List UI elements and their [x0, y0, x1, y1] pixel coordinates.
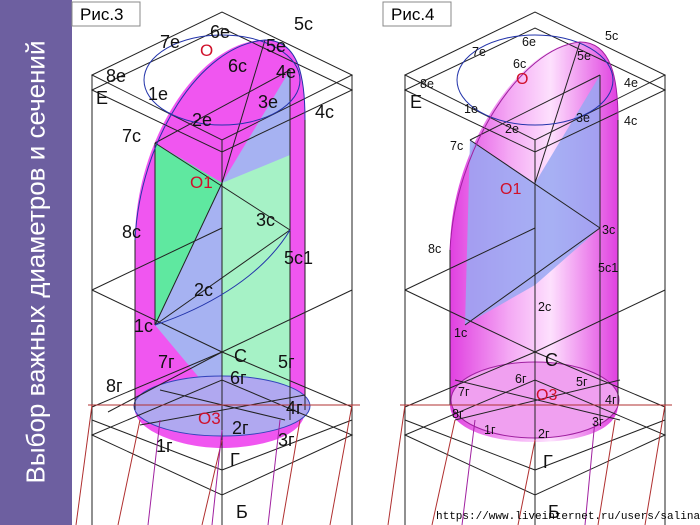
watermark: https://www.liveinternet.ru/users/salina… — [436, 511, 700, 523]
fig4-label-G: Г — [543, 452, 553, 472]
fig3-label-8e: 8e — [106, 66, 126, 86]
fig4-top-ellipse — [456, 34, 614, 126]
fig4-label-6e: 6e — [522, 35, 536, 49]
fig3-label-B: Б — [236, 502, 248, 522]
fig3-label-6c: 6c — [228, 56, 247, 76]
fig4-label-1g: 1г — [484, 423, 496, 437]
fig3-label-1g: 1г — [156, 436, 173, 456]
fig4-label-3g: 3г — [592, 415, 604, 429]
fig3-label-3g: 3г — [278, 430, 295, 450]
fig4-labels: O O1 O3 7e 6e 5c 5e 6c 4e 8e E 1e 3e 4c … — [410, 29, 638, 522]
fig3-construction-lines — [90, 11, 354, 525]
fig3-section-green-left — [155, 143, 222, 325]
fig3-label-7g: 7г — [158, 352, 175, 372]
fig3-label-5e: 5e — [266, 36, 286, 56]
fig3-label-4g: 4г — [286, 398, 303, 418]
fig3-label-4c: 4c — [315, 102, 334, 122]
fig4-label-5e: 5e — [577, 49, 591, 63]
fig4-label-1e: 1e — [464, 102, 478, 116]
fig4-label-4c: 4c — [624, 114, 637, 128]
fig3-labels: O O1 O3 7e 6e 5c 5e 6c 4e 8e E 1e 3e 4c … — [96, 14, 334, 522]
fig3-section-arc — [154, 229, 291, 326]
fig4-label-6c: 6c — [513, 57, 526, 71]
fig4-label-8g: 8г — [452, 407, 464, 421]
fig3-label-5c: 5c — [294, 14, 313, 34]
fig4-construction-lines — [403, 11, 667, 525]
fig3-label-1e: 1e — [148, 84, 168, 104]
fig4-label-8c: 8c — [428, 242, 441, 256]
fig3-label-8c: 8c — [122, 222, 141, 242]
fig3-label-S: C — [234, 346, 247, 366]
fig4-label-2c: 2c — [538, 300, 551, 314]
sidebar: Выбор важных диаметров и сечений — [0, 0, 72, 525]
fig3-label-7e: 7e — [160, 32, 180, 52]
fig4-label-E: E — [410, 92, 422, 112]
fig3-label-2g: 2г — [232, 418, 249, 438]
fig3-label-3e: 3e — [258, 92, 278, 112]
fig4-label-6g: 6г — [515, 372, 527, 386]
fig3-label-G: Г — [230, 450, 240, 470]
fig4-label-2g: 2г — [538, 427, 550, 441]
fig4-label-3c: 3c — [602, 223, 615, 237]
fig3-top-ellipse — [143, 34, 301, 126]
fig3-section-green-right — [222, 155, 290, 420]
fig4-label-B: Б — [548, 502, 560, 522]
fig4-label-7e: 7e — [472, 45, 486, 59]
figure-3: Рис.3 — [71, 1, 360, 525]
fig3-label-2e: 2e — [192, 110, 212, 130]
fig4-label-4g: 4г — [605, 393, 617, 407]
fig4-label-O3: O3 — [536, 387, 557, 404]
fig4-label-4e: 4e — [624, 76, 638, 90]
fig4-label-S: C — [545, 350, 558, 370]
fig4-label-5c: 5c — [605, 29, 618, 43]
fig3-label-7c: 7c — [122, 126, 141, 146]
fig3-label-O3: O3 — [198, 409, 221, 428]
fig3-label-4e: 4e — [276, 62, 296, 82]
fig4-label-O1: O1 — [500, 181, 521, 198]
fig3-label-2c: 2c — [194, 280, 213, 300]
fig3-label-O: O — [200, 41, 213, 60]
fig3-label-O1: O1 — [190, 173, 213, 192]
fig3-title-box — [71, 1, 141, 27]
fig3-projection-rays — [75, 404, 360, 525]
fig4-label-8e: 8e — [420, 77, 434, 91]
fig3-label-6g: 6г — [230, 368, 247, 388]
fig3-title: Рис.3 — [80, 5, 124, 24]
fig4-title: Рис.4 — [391, 5, 435, 24]
fig3-section-outline — [134, 39, 306, 241]
fig4-projection-rays — [387, 404, 672, 525]
fig4-label-7g: 7г — [458, 385, 470, 399]
fig4-section-outline — [449, 41, 619, 251]
fig4-label-2e: 2e — [505, 122, 519, 136]
fig3-label-1c: 1c — [134, 316, 153, 336]
fig3-label-E: E — [96, 88, 108, 108]
fig4-label-O: O — [516, 71, 528, 88]
figure-4: Рис.4 — [382, 1, 672, 525]
fig4-label-5g: 5г — [576, 375, 588, 389]
fig3-label-5g: 5г — [278, 352, 295, 372]
fig3-label-8g: 8г — [106, 376, 123, 396]
fig3-label-3c: 3c — [256, 210, 275, 230]
fig4-label-5c1: 5c1 — [598, 261, 618, 275]
fig3-label-6e: 6e — [210, 22, 230, 42]
fig4-title-box — [382, 1, 452, 27]
fig4-label-1c: 1c — [454, 326, 467, 340]
fig3-label-5c1: 5c1 — [284, 248, 313, 268]
fig4-label-7c: 7c — [450, 139, 463, 153]
fig4-label-3e: 3e — [576, 111, 590, 125]
